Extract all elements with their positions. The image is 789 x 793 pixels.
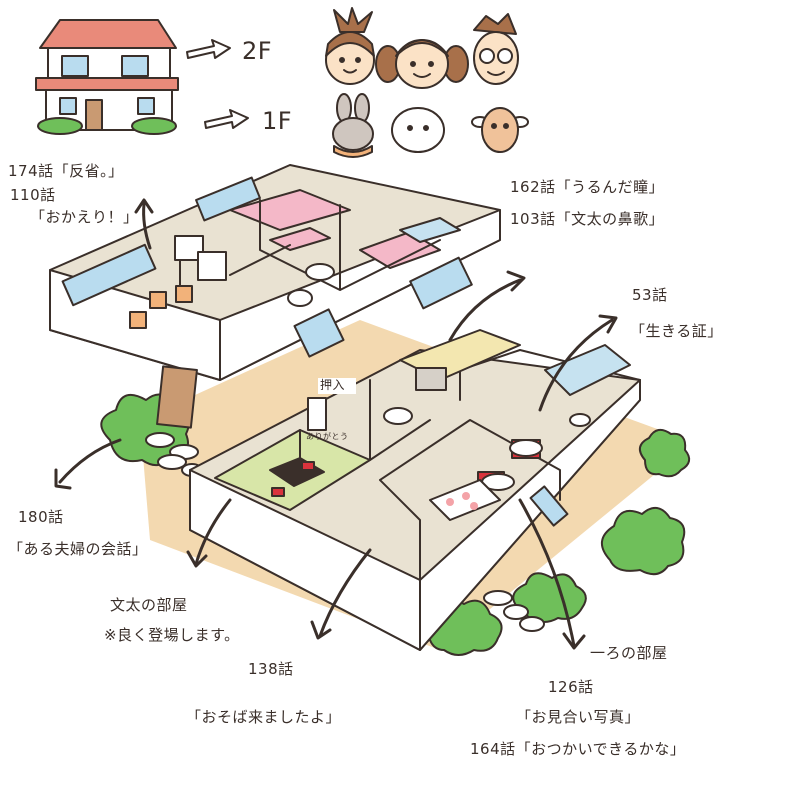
arrow-to-yard: [58, 438, 122, 484]
annotation-126: 126話: [548, 678, 594, 696]
arrow-to-kitchen: [318, 548, 372, 638]
window-front-1: [293, 308, 345, 358]
face-icon-grandpa: [471, 107, 529, 153]
annotation-110-title: 「おかえり！」: [30, 208, 139, 226]
closet-sign-label: 押入: [320, 378, 346, 392]
house-icon: [35, 19, 179, 135]
bush-group: [100, 393, 691, 656]
window-left: [61, 243, 157, 307]
annotation-164: 164話「おつかいできるかな」: [470, 740, 686, 758]
arrow-to-2f-left: [142, 202, 152, 250]
annotation-bunta-room: 文太の部屋: [110, 596, 188, 614]
annotation-103: 103話「文太の鼻歌」: [510, 210, 665, 228]
first-floor: [189, 329, 641, 651]
annotation-ichiro-room: 一ろの部屋: [590, 644, 668, 662]
annotation-bunta-note: ※良く登場します。: [104, 626, 240, 644]
annotation-138: 138話: [248, 660, 294, 678]
arrow-to-tatami: [194, 498, 232, 566]
legend-1f-label: 1F: [262, 107, 293, 135]
annotation-162: 162話「うるんだ瞳」: [510, 178, 665, 196]
annotation-180: 180話: [18, 508, 64, 526]
arrow-to-ichiro-room: [518, 498, 576, 648]
bathtub: [544, 344, 631, 396]
annotation-53-title: 「生きる証」: [630, 322, 723, 340]
face-icon-girl-ponytail: [325, 7, 375, 85]
arrow-icon-2f: [186, 39, 231, 59]
face-icon-boy-glasses: [473, 13, 519, 85]
face-icon-rabbit: [332, 93, 374, 158]
annotation-126-title: 「お見合い写真」: [516, 708, 641, 726]
annotation-arrows: [54, 198, 618, 650]
arrow-to-bath: [538, 318, 614, 412]
closet-sign: [318, 378, 356, 394]
second-floor: [49, 164, 501, 429]
annotation-53: 53話: [632, 286, 668, 304]
face-icon-dog: [391, 107, 445, 153]
annotation-180-title: 「ある夫婦の会話」: [8, 540, 148, 558]
scroll-box: [307, 397, 327, 431]
front-door: [156, 365, 198, 429]
arrow-to-2f-right: [448, 278, 522, 342]
annotation-110: 110話: [10, 186, 56, 204]
scroll-label: ありがとう: [306, 432, 349, 441]
window-front-2: [409, 256, 473, 310]
annotation-174: 174話「反省。」: [8, 162, 124, 180]
window-back: [195, 176, 261, 222]
annotation-138-title: 「おそば来ましたよ」: [186, 708, 342, 726]
face-icon-girl-pigtails: [375, 39, 469, 89]
dotted-bed: [429, 479, 501, 521]
arrow-icon-1f: [204, 109, 249, 129]
legend-2f-label: 2F: [242, 37, 273, 65]
